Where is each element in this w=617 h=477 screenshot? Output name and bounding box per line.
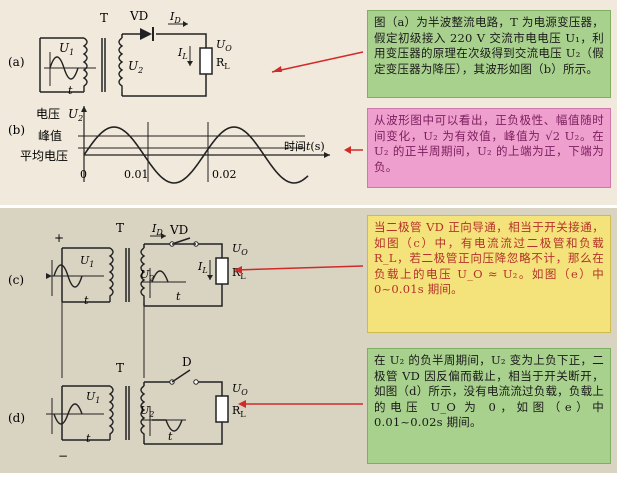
fig-a-secondary-coil [118, 37, 124, 92]
fig-d-rl-label: RL [232, 404, 246, 419]
fig-c-il-label: IL [197, 260, 208, 275]
fig-c-plus: + [54, 231, 64, 245]
fig-d-secondary-halfwave [152, 419, 183, 432]
note-diode-conducting: 当二极管 VD 正向导通，相当于开关接通，如图（c）中，有电流流过二极管和负载 … [367, 215, 611, 333]
fig-b-peak-label: 峰值 [38, 128, 62, 143]
fig-d-switch-open [171, 369, 191, 383]
fig-b-x-label: 时间t(s) [284, 140, 325, 153]
fig-a-diode-label: VD [129, 9, 148, 23]
fig-d-u2: U2 [140, 404, 154, 419]
fig-b-avg-label: 平均电压 [20, 149, 68, 163]
fig-d-uo-label: UO [232, 382, 248, 397]
arrow-to-note-3 [235, 265, 364, 271]
fig-a-primary-coil [82, 37, 88, 92]
fig-a-u1: U1 [59, 41, 74, 57]
fig-c-diode-label: VD [169, 223, 188, 237]
fig-d-transformer-label: T [116, 361, 124, 375]
fig-b-tick-2: 0.02 [212, 168, 237, 181]
fig-b-label: (b) [8, 123, 25, 137]
fig-c-rl-label: RL [232, 266, 246, 281]
svg-text:t: t [86, 432, 91, 445]
fig-d-minus: − [58, 449, 68, 463]
circuits-c-and-d: (c) + U1 t T U2 t VD ID IL UO RL (d) − U… [8, 221, 364, 463]
fig-c-secondary-halfwave [151, 270, 169, 283]
fig-d-secondary-wires [144, 381, 223, 445]
fig-b-tick-0: 0 [80, 168, 87, 181]
circuit-a-and-waveform-b: (a) U1 t T U2 VD ID IL UO RL (b) 电压 U2 峰… [8, 9, 364, 184]
note-waveform: 从波形图中可以看出，正负极性、幅值随时间变化，U₂ 为有效值，峰值为 √2 U₂… [367, 108, 611, 188]
fig-d-u1: U1 [86, 390, 100, 405]
fig-a-core [101, 38, 106, 92]
fig-a-uo-label: UO [216, 38, 232, 53]
fig-a-il-label: IL [177, 46, 188, 61]
fig-d-diode-label: D [182, 355, 192, 369]
fig-c-u1: U1 [80, 254, 94, 269]
fig-b-y-symbol: U2 [68, 107, 83, 123]
fig-a-id-label: ID [169, 10, 181, 25]
fig-b-sine-wave [83, 126, 309, 184]
svg-text:t: t [84, 294, 89, 307]
fig-c-label: (c) [8, 273, 24, 287]
fig-b-tick-lines [147, 122, 209, 182]
fig-d-label: (d) [8, 411, 25, 425]
fig-a-diode-symbol [140, 28, 152, 40]
fig-a-u2: U2 [128, 59, 143, 75]
fig-b-tick-1: 0.01 [124, 168, 149, 181]
fig-a-resistor [199, 47, 213, 75]
fig-a-secondary-wires [122, 33, 207, 97]
fig-c-u2: U2 [140, 268, 154, 283]
fig-a-rl-label: RL [216, 56, 230, 71]
fig-a-transformer-label: T [100, 11, 108, 25]
svg-text:t: t [68, 84, 73, 97]
fig-c-id-label: ID [151, 222, 163, 237]
fig-cd-link-lines [61, 302, 145, 378]
fig-b-y-label: 电压 [36, 107, 60, 121]
arrow-to-note-1 [271, 51, 364, 73]
note-diode-cutoff: 在 U₂ 的负半周期间，U₂ 变为上负下正，二极管 VD 因反偏而截止，相当于开… [367, 348, 611, 464]
fig-c-transformer-label: T [116, 221, 124, 235]
fig-a-primary-wires [39, 37, 84, 93]
fig-d-primary-sine [53, 403, 83, 425]
fig-c-resistor [215, 257, 229, 285]
fig-a-label: (a) [8, 55, 25, 69]
fig-a-il-arrow [187, 61, 193, 66]
fig-a-primary-sine [49, 56, 79, 80]
fig-c-uo-label: UO [232, 242, 248, 257]
fig-c-secondary-wires [144, 237, 223, 307]
note-half-wave-circuit: 图（a）为半波整流电路，T 为电源变压器，假定初级接入 220 V 交流市电电压… [367, 10, 611, 98]
fig-d-resistor [215, 395, 229, 423]
svg-text:t: t [176, 290, 181, 303]
fig-c-primary-sine [53, 264, 83, 288]
svg-text:t: t [168, 430, 173, 443]
